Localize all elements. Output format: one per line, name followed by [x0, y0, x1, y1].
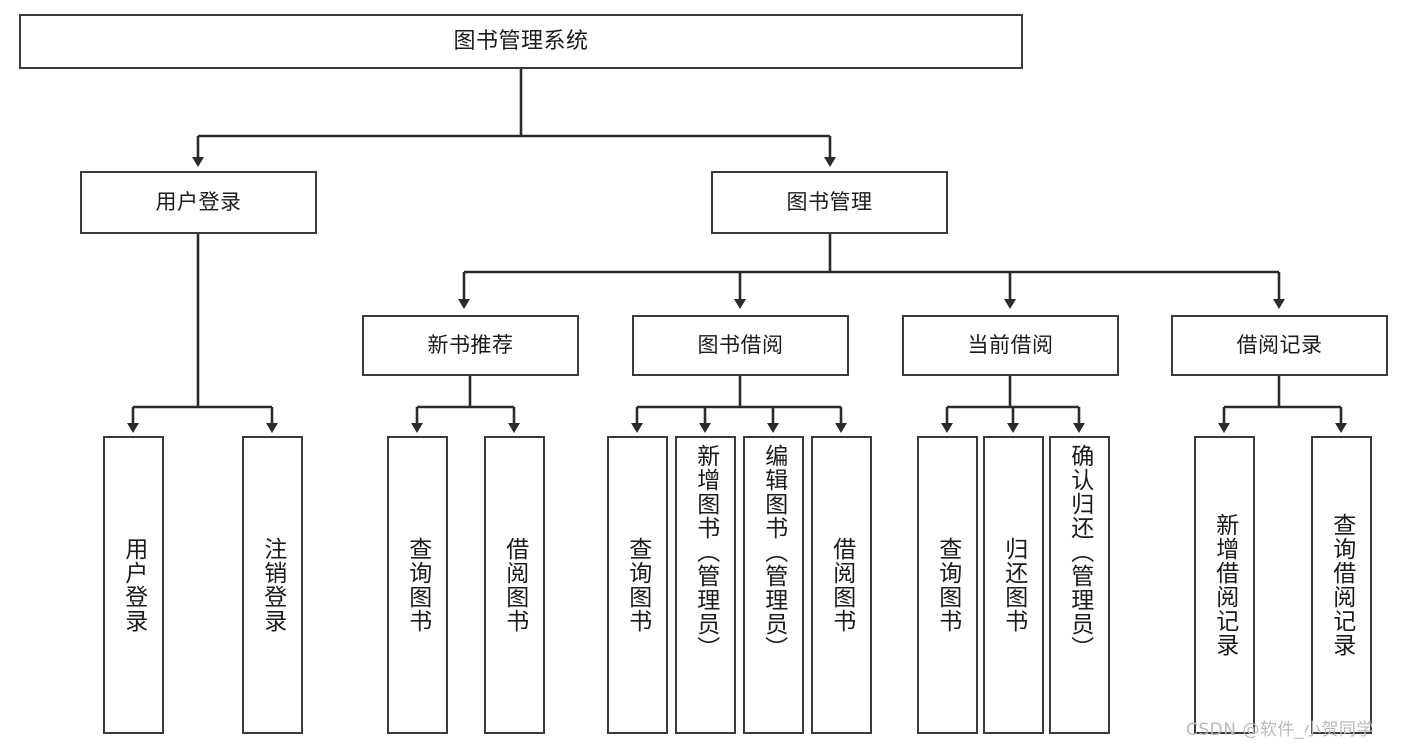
node-label: 编辑图书（管理员）: [760, 444, 787, 660]
leaf-return-book[interactable]: 归还图书: [983, 436, 1044, 734]
node-current-borrow[interactable]: 当前借阅: [902, 315, 1119, 376]
leaf-query-book-recommend[interactable]: 查询图书: [387, 436, 448, 734]
node-label: 图书管理: [786, 190, 873, 215]
node-label: 图书管理系统: [453, 28, 589, 54]
leaf-add-book[interactable]: 新增图书（管理员）: [675, 436, 736, 734]
node-label: 借阅图书: [828, 537, 855, 633]
node-book-borrow[interactable]: 图书借阅: [632, 315, 849, 376]
node-label: 新增借阅记录: [1211, 513, 1238, 657]
node-new-book-recommend[interactable]: 新书推荐: [362, 315, 579, 376]
node-label: 归还图书: [1000, 537, 1027, 633]
node-label: 确认归还（管理员）: [1066, 444, 1093, 660]
node-label: 借阅图书: [501, 537, 528, 633]
node-label: 新增图书（管理员）: [692, 444, 719, 660]
node-label: 注销登录: [259, 537, 286, 633]
node-label: 查询图书: [624, 537, 651, 633]
leaf-confirm-return[interactable]: 确认归还（管理员）: [1049, 436, 1110, 734]
node-label: 图书借阅: [697, 333, 784, 358]
leaf-query-borrow-record[interactable]: 查询借阅记录: [1311, 436, 1372, 734]
node-label: 用户登录: [120, 537, 147, 633]
leaf-user-logout[interactable]: 注销登录: [242, 436, 303, 734]
node-label: 查询图书: [934, 537, 961, 633]
node-label: 查询借阅记录: [1328, 513, 1355, 657]
node-book-manage[interactable]: 图书管理: [711, 171, 948, 234]
leaf-edit-book[interactable]: 编辑图书（管理员）: [743, 436, 804, 734]
node-label: 借阅记录: [1236, 333, 1323, 358]
node-label: 新书推荐: [427, 333, 514, 358]
node-borrow-record[interactable]: 借阅记录: [1171, 315, 1388, 376]
leaf-borrow-book-borrow[interactable]: 借阅图书: [811, 436, 872, 734]
leaf-borrow-book-recommend[interactable]: 借阅图书: [484, 436, 545, 734]
leaf-query-book-borrow[interactable]: 查询图书: [607, 436, 668, 734]
node-label: 查询图书: [404, 537, 431, 633]
leaf-add-borrow-record[interactable]: 新增借阅记录: [1194, 436, 1255, 734]
node-label: 用户登录: [155, 190, 242, 215]
watermark: CSDN @软件_小贺同学: [1186, 720, 1374, 740]
leaf-user-login[interactable]: 用户登录: [103, 436, 164, 734]
node-label: 当前借阅: [967, 333, 1054, 358]
leaf-query-book-current[interactable]: 查询图书: [917, 436, 978, 734]
node-root-system[interactable]: 图书管理系统: [19, 14, 1023, 69]
node-user-login[interactable]: 用户登录: [80, 171, 317, 234]
